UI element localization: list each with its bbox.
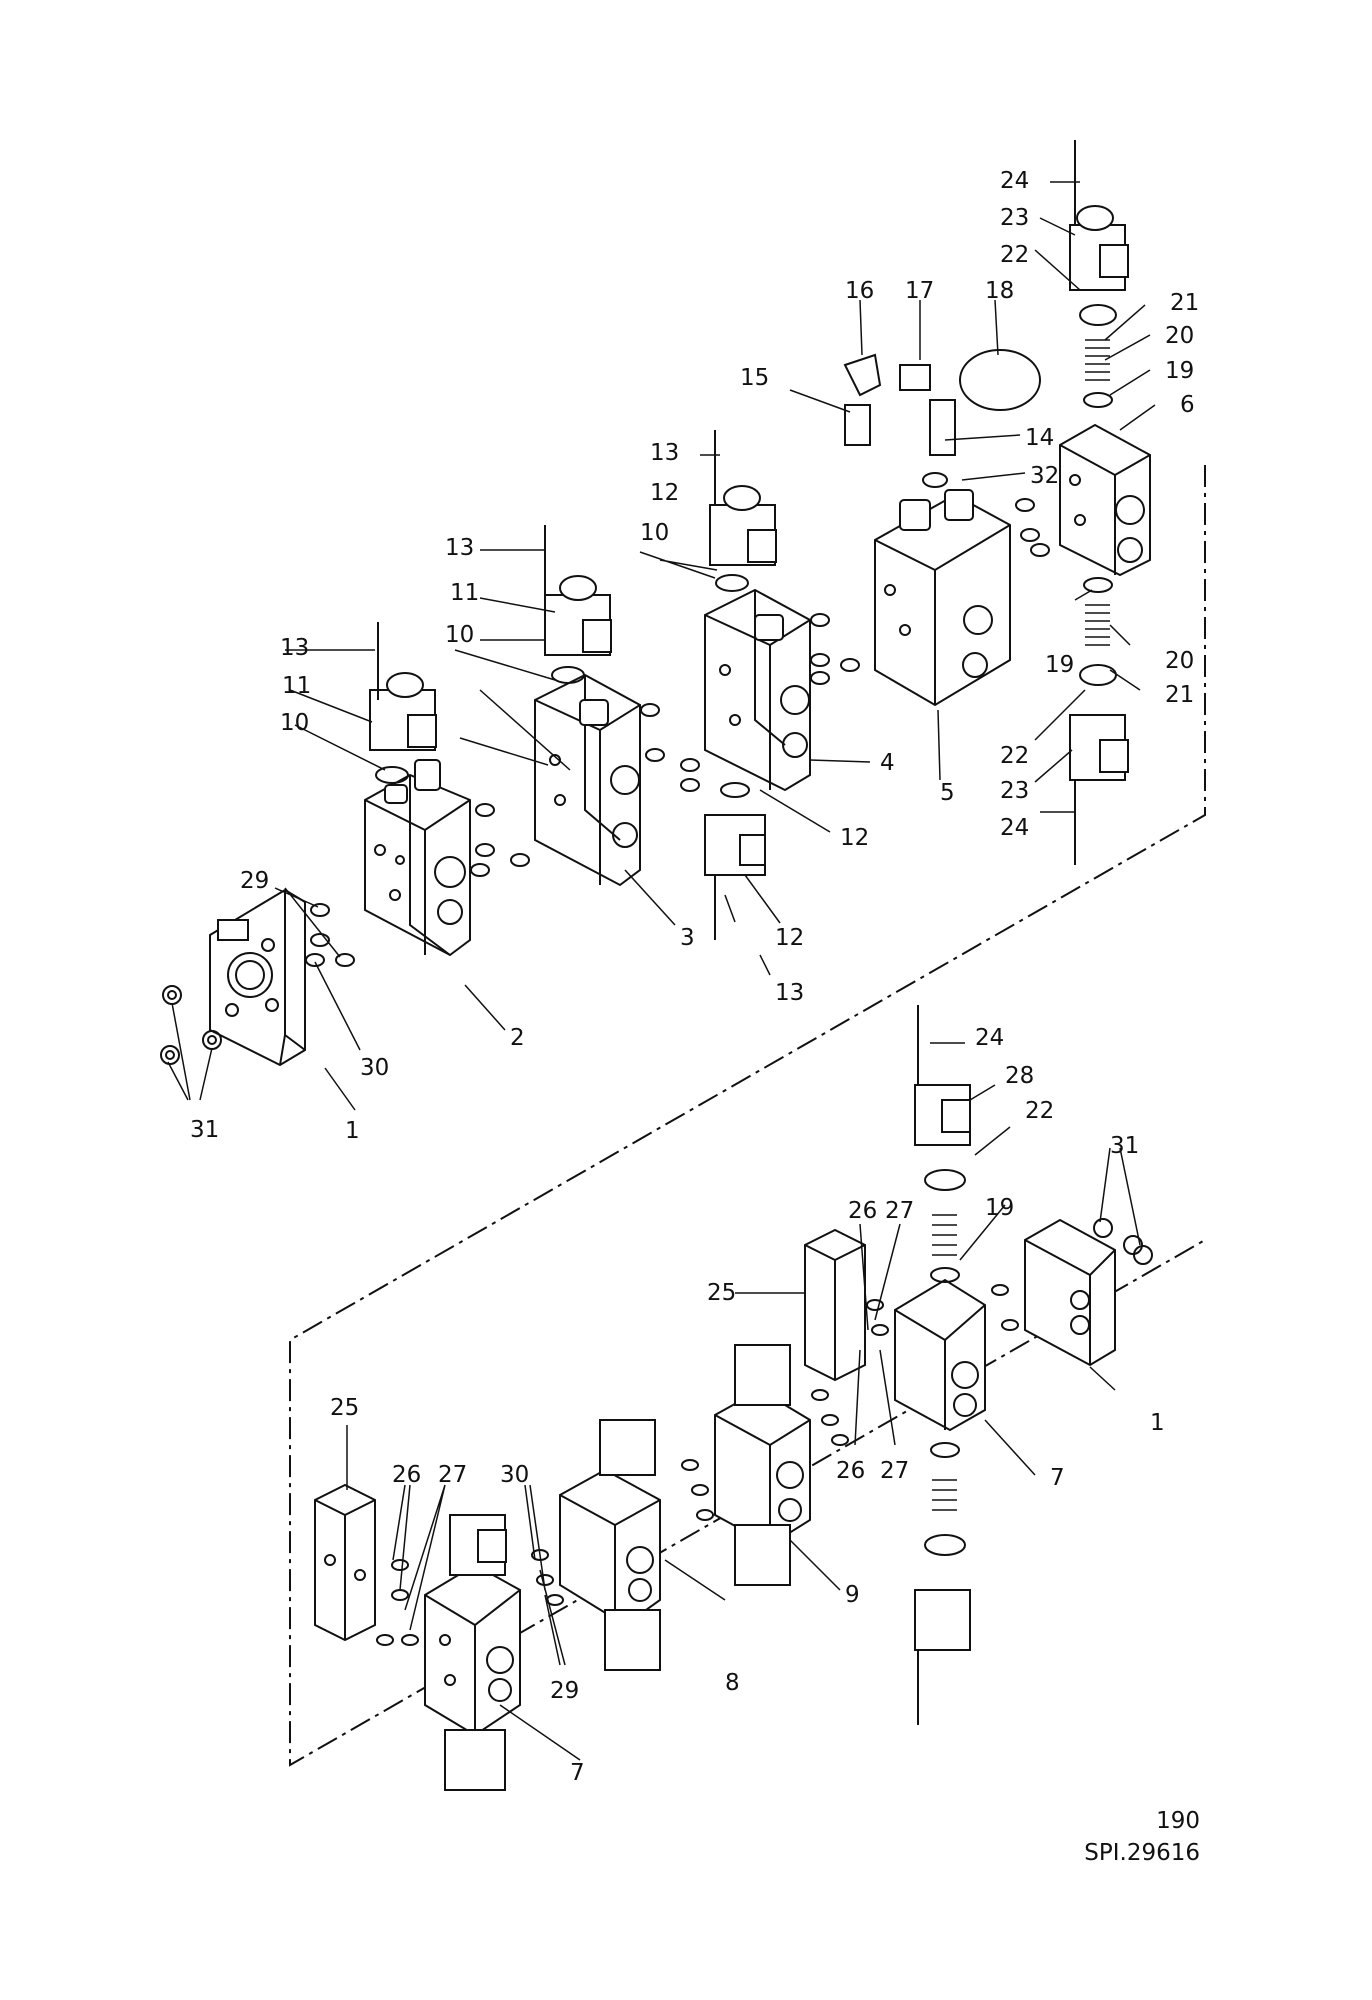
solenoid-part-11-middle <box>544 525 612 656</box>
nuts-part-31-lower <box>1093 1218 1153 1265</box>
callout-27-b: 27 <box>880 1458 909 1484</box>
callout-25-left: 25 <box>330 1395 359 1421</box>
callout-25-right: 25 <box>707 1280 736 1306</box>
o-ring-part-10-right <box>715 574 749 592</box>
callout-22-bottom: 22 <box>1025 1098 1054 1124</box>
callout-14: 14 <box>1025 425 1054 451</box>
callout-2: 2 <box>510 1025 525 1051</box>
callout-labels: 24 23 22 21 20 19 6 16 17 18 15 14 32 19… <box>190 168 1199 1786</box>
callout-13-b: 13 <box>445 535 474 561</box>
valve-block-part-7-right <box>894 1278 986 1432</box>
o-rings-upper <box>305 498 1050 967</box>
callout-26-left: 26 <box>392 1462 421 1488</box>
end-plate-part-1 <box>209 888 306 1067</box>
callout-26-b: 26 <box>836 1458 865 1484</box>
solenoid-part-28 <box>914 1005 971 1725</box>
callout-29-bottom: 29 <box>550 1678 579 1704</box>
page-number: 190 <box>1156 1808 1200 1834</box>
valve-block-part-6 <box>1059 423 1151 577</box>
callout-9: 9 <box>845 1582 860 1608</box>
valve-block-part-9 <box>714 1344 811 1586</box>
cartridge-part-25-right <box>804 1228 866 1382</box>
callout-1-bottom: 1 <box>1150 1410 1165 1436</box>
valve-block-part-2 <box>364 759 471 957</box>
o-ring-part-10-middle <box>551 666 585 684</box>
callout-21-lower: 21 <box>1165 682 1194 708</box>
callout-28: 28 <box>1005 1063 1034 1089</box>
callout-6: 6 <box>1180 392 1195 418</box>
valve-block-part-8 <box>559 1419 661 1671</box>
cartridge-part-25-left <box>314 1483 376 1642</box>
callout-11-a: 11 <box>282 673 311 699</box>
callout-16: 16 <box>845 278 874 304</box>
callout-11-b: 11 <box>450 580 479 606</box>
callout-22: 22 <box>1000 242 1029 268</box>
valve-block-part-4 <box>704 588 811 792</box>
leader-lines <box>167 181 1156 1761</box>
callout-24-lower: 24 <box>1000 815 1029 841</box>
callout-19-bottom: 19 <box>985 1195 1014 1221</box>
callout-24: 24 <box>1000 168 1029 194</box>
callout-19-lower: 19 <box>1045 652 1074 678</box>
valve-block-part-7-left <box>424 1563 521 1737</box>
end-plate-part-1-lower <box>1024 1218 1116 1367</box>
callout-8: 8 <box>725 1670 740 1696</box>
valve-block-part-5 <box>874 489 1011 707</box>
callout-23-lower: 23 <box>1000 778 1029 804</box>
callout-21: 21 <box>1170 290 1199 316</box>
callout-26: 26 <box>848 1198 877 1224</box>
callout-10-c: 10 <box>640 520 669 546</box>
callout-5: 5 <box>940 780 955 806</box>
callout-24-bottom: 24 <box>975 1025 1004 1051</box>
callout-10-b: 10 <box>445 622 474 648</box>
fittings-parts-14-to-18 <box>843 349 1041 488</box>
callout-19: 19 <box>1165 358 1194 384</box>
callout-22-lower: 22 <box>1000 743 1029 769</box>
callout-30: 30 <box>360 1055 389 1081</box>
callout-27: 27 <box>885 1198 914 1224</box>
solenoid-part-11-left <box>369 622 437 751</box>
callout-29: 29 <box>240 868 269 894</box>
callout-12-top: 12 <box>650 480 679 506</box>
callout-20-lower: 20 <box>1165 648 1194 674</box>
callout-10-a: 10 <box>280 710 309 736</box>
callout-12-right: 12 <box>840 825 869 851</box>
callout-31: 31 <box>190 1117 219 1143</box>
solenoid-part-12-upper <box>709 430 777 566</box>
callout-20: 20 <box>1165 323 1194 349</box>
callout-1: 1 <box>345 1118 360 1144</box>
callout-17: 17 <box>905 278 934 304</box>
callout-3: 3 <box>680 925 695 951</box>
callout-12-lower: 12 <box>775 925 804 951</box>
solenoid-part-12-lower <box>704 782 766 940</box>
callout-15: 15 <box>740 365 769 391</box>
callout-7-left: 7 <box>570 1760 585 1786</box>
callout-13-c: 13 <box>650 440 679 466</box>
solenoid-part-23-bottom <box>1069 714 1129 865</box>
o-ring-part-10-left <box>375 766 409 784</box>
valve-block-part-3 <box>534 673 641 887</box>
callout-32: 32 <box>1030 463 1059 489</box>
callout-7-right: 7 <box>1050 1465 1065 1491</box>
callout-4: 4 <box>880 750 895 776</box>
callout-13-lower: 13 <box>775 980 804 1006</box>
solenoid-part-28-lower-left <box>444 1514 507 1791</box>
callout-18: 18 <box>985 278 1014 304</box>
callout-30-bottom: 30 <box>500 1462 529 1488</box>
callout-23: 23 <box>1000 205 1029 231</box>
drawing-reference: SPI.29616 <box>1084 1840 1200 1866</box>
seal-spring-parts-19-22-bottom <box>1079 577 1117 686</box>
callout-31-bottom: 31 <box>1110 1133 1139 1159</box>
seal-spring-parts-19-22-top <box>1079 304 1117 408</box>
callout-27-left: 27 <box>438 1462 467 1488</box>
callout-13-a: 13 <box>280 635 309 661</box>
solenoid-part-23-top <box>1069 140 1129 291</box>
